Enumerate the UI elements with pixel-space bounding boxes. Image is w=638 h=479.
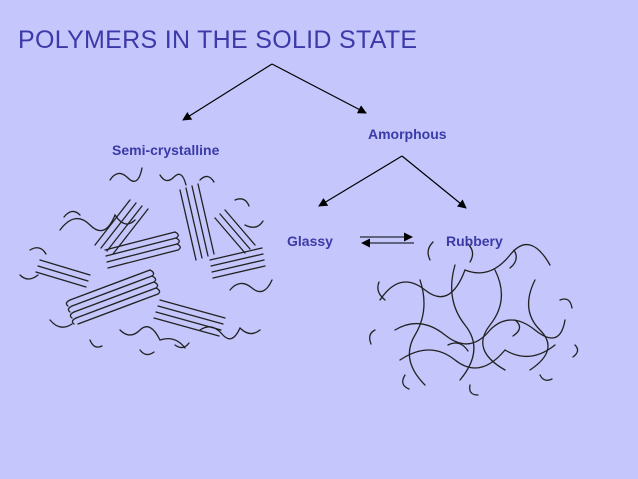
label-rubbery: Rubbery	[446, 233, 503, 249]
arrow-to-semi-crystalline	[182, 63, 273, 121]
arrow-to-rubbery	[401, 155, 467, 209]
label-glassy: Glassy	[287, 233, 333, 249]
label-amorphous: Amorphous	[368, 126, 447, 142]
transition-double-arrow	[360, 232, 414, 248]
arrow-to-glassy	[318, 155, 403, 207]
rubbery-network-image	[369, 241, 579, 396]
semi-crystalline-structure-image	[19, 167, 273, 356]
label-semi-crystalline: Semi-crystalline	[112, 142, 220, 158]
arrow-to-amorphous	[271, 63, 367, 114]
slide-title: POLYMERS IN THE SOLID STATE	[18, 26, 418, 54]
